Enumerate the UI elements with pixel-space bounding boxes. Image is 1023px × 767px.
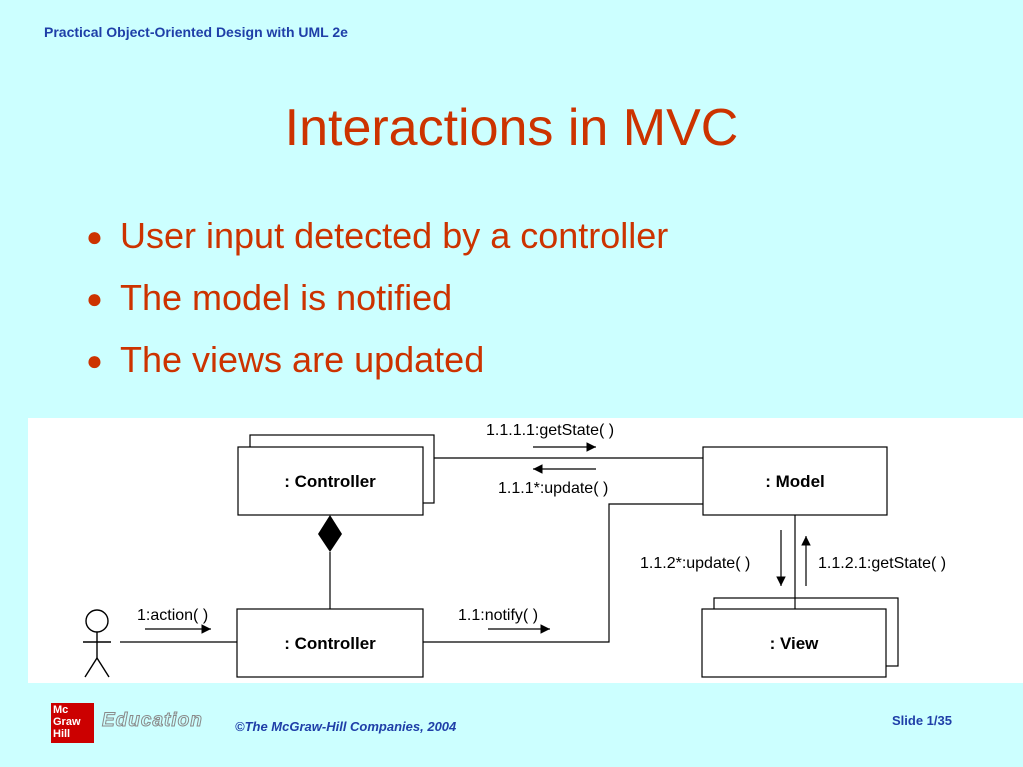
getstate-controller-label: 1.1.1.1:getState( ) <box>486 422 614 439</box>
bullet-text: The model is notified <box>120 277 453 318</box>
model-box <box>702 446 888 516</box>
bullet-item: ● The model is notified <box>86 276 668 338</box>
view-box <box>701 608 887 678</box>
slide-number: Slide 1/35 <box>892 713 952 728</box>
model-label: : Model <box>765 472 825 491</box>
update-controller-label: 1.1.1*:update( ) <box>498 480 608 497</box>
update-view-label: 1.1.2*:update( ) <box>640 555 750 572</box>
education-logo-text: Education <box>102 710 203 732</box>
action-label: 1:action( ) <box>137 607 208 624</box>
bullet-text: The views are updated <box>120 339 485 380</box>
composition-diamond-icon <box>318 515 342 552</box>
bullet-item: ● The views are updated <box>86 338 668 400</box>
bullet-icon: ● <box>86 221 103 252</box>
controller-top-label: : Controller <box>284 472 376 491</box>
getstate-view-label: 1.1.2.1:getState( ) <box>818 555 946 572</box>
actor-icon <box>83 609 111 678</box>
controller-model-notify-link <box>423 503 703 643</box>
mcgraw-hill-logo: Mc Graw Hill <box>51 703 94 743</box>
diagram-canvas: : Controller : Controller : Model : View… <box>83 422 946 678</box>
bullet-text: User input detected by a controller <box>120 215 669 256</box>
bullet-item: ● User input detected by a controller <box>86 214 668 276</box>
copyright-text: ©The McGraw-Hill Companies, 2004 <box>235 719 457 734</box>
bullet-icon: ● <box>86 345 103 376</box>
bullet-icon: ● <box>86 283 103 314</box>
mvc-collaboration-diagram: : Controller : Controller : Model : View… <box>28 418 1023 683</box>
slide-title: Interactions in MVC <box>284 99 739 157</box>
controller-top-box <box>237 446 424 516</box>
bullet-list: ● User input detected by a controller ● Th… <box>86 214 668 400</box>
notify-label: 1.1:notify( ) <box>458 607 538 624</box>
view-label: : View <box>770 634 820 653</box>
course-title: Practical Object-Oriented Design with UM… <box>44 24 348 40</box>
controller-bottom-label: : Controller <box>284 634 376 653</box>
